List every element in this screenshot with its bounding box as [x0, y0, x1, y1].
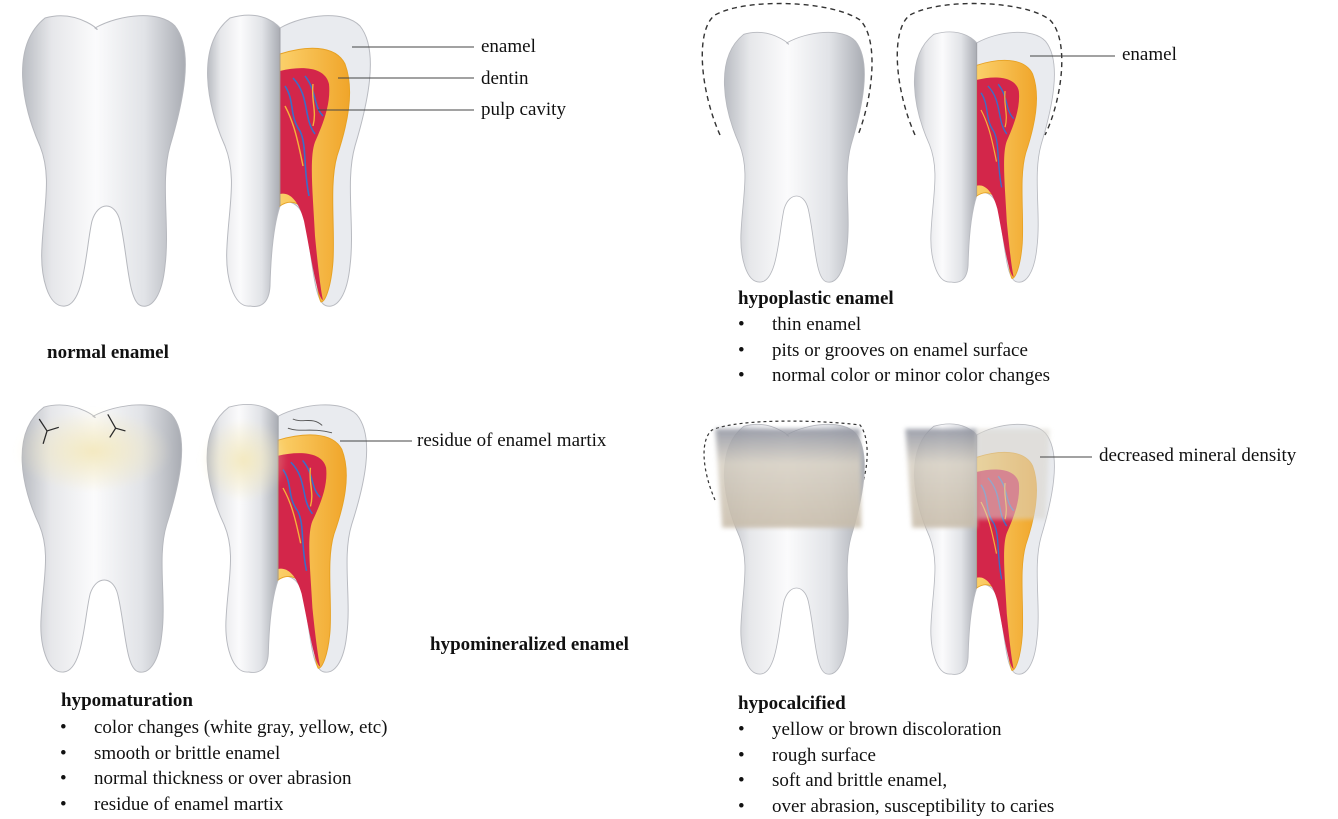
label-enamel: enamel: [481, 36, 536, 58]
normal-tooth-whole: [23, 16, 186, 307]
hypomineralized-title: hypomineralized enamel: [430, 634, 629, 656]
mineral-density-label: decreased mineral density: [1099, 445, 1296, 467]
hypomaturation-bullet: smooth or brittle enamel: [58, 741, 388, 767]
normal-tooth-section: [208, 15, 371, 306]
hypoplastic-bullet: pits or grooves on enamel surface: [736, 338, 1050, 364]
hypomaturation-bullet-list: color changes (white gray, yellow, etc) …: [58, 715, 388, 817]
hypoplastic-title: hypoplastic enamel: [738, 288, 894, 310]
hypocalcified-bullet: yellow or brown discoloration: [736, 717, 1054, 743]
hypomaturation-tooth-whole: [15, 405, 182, 672]
hypoplastic-tooth-whole: [724, 32, 864, 282]
hypoplastic-bullet-list: thin enamel pits or grooves on enamel su…: [736, 312, 1050, 389]
hypocalcified-bullet: soft and brittle enamel,: [736, 768, 1054, 794]
hypoplastic-tooth-section: [914, 32, 1054, 282]
hypoplastic-bullet: thin enamel: [736, 312, 1050, 338]
label-pulp-cavity: pulp cavity: [481, 99, 566, 121]
normal-enamel-title: normal enamel: [47, 342, 169, 364]
hypomaturation-title: hypomaturation: [61, 690, 193, 712]
hypocalcified-title: hypocalcified: [738, 693, 846, 715]
hypocalcified-bullet-list: yellow or brown discoloration rough surf…: [736, 717, 1054, 819]
hypomaturation-bullet: normal thickness or over abrasion: [58, 766, 388, 792]
hypoplastic-bullet: normal color or minor color changes: [736, 363, 1050, 389]
hypocalcified-bullet: rough surface: [736, 743, 1054, 769]
hypocalcified-tooth-whole: [715, 424, 864, 674]
label-dentin: dentin: [481, 68, 529, 90]
residue-label: residue of enamel martix: [417, 430, 606, 452]
hypomaturation-bullet: residue of enamel martix: [58, 792, 388, 818]
hypocalcified-bullet: over abrasion, susceptibility to caries: [736, 794, 1054, 819]
hypomaturation-tooth-section: [200, 404, 367, 672]
hypocalcified-tooth-section: [905, 424, 1054, 674]
hypomaturation-bullet: color changes (white gray, yellow, etc): [58, 715, 388, 741]
hypoplastic-enamel-label: enamel: [1122, 44, 1177, 66]
